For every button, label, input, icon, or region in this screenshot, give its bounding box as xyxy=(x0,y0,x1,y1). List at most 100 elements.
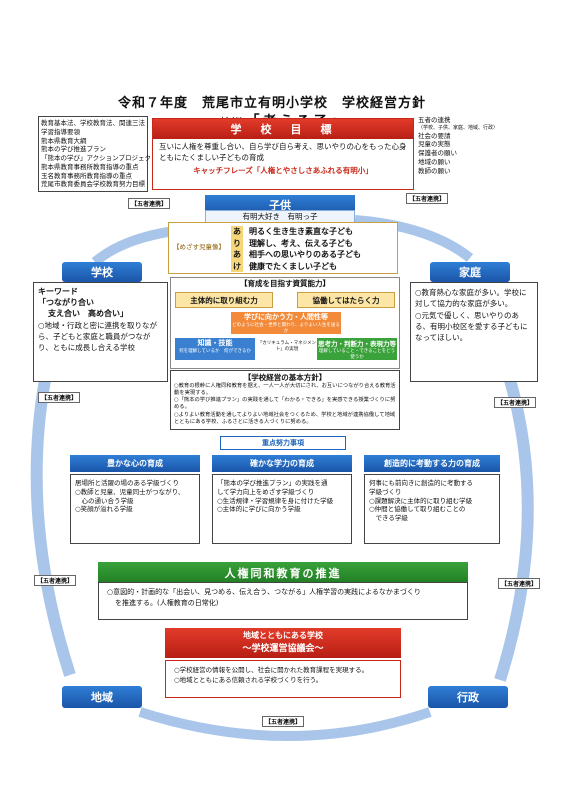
stakeholder-title: 五者の連携 xyxy=(418,116,451,124)
ideal-child-box: 【めざす児童像】 あ り あ け 明るく生き生き素直な子ども 理解し、考え、伝え… xyxy=(168,222,398,274)
pillar-line: ○課題解決に主体的に取り組む学級 xyxy=(369,496,473,505)
council-title-1: 地域とともにある学校 xyxy=(243,631,323,640)
legal-sources-box: 教育基本法、学校教育法、関連三法 学習指導要領 熊本県教育大綱 熊本の学び推進プ… xyxy=(38,116,158,193)
pillar-line: して学力向上をめざす学級づくり xyxy=(217,487,315,496)
five-link-tag: 【五者連携】 xyxy=(494,397,537,408)
ability-thinking: 思考力・判断力・表現力等 理解していること・できることをどう使うか xyxy=(317,338,397,360)
policy-item: ○よりよい教育活動を通してよりよい地域社会をつくるため、学校と地域が連携協働して… xyxy=(174,411,396,425)
council-item: ○地域とともにある信頼される学校づくりを行う。 xyxy=(174,675,323,684)
stakeholder-item: 地域の願い xyxy=(418,157,451,166)
source-item: 玉名教育事務所教育指導の重点 xyxy=(41,171,132,180)
pillar-box-academic: 「熊本の学び推進プラン」の実践を通 して学力向上をめざす学級づくり ○生活規律・… xyxy=(212,474,352,544)
pillar-line: 居場所と活躍の場のある学級づくり xyxy=(75,479,179,487)
five-link-tag: 【五者連携】 xyxy=(406,193,449,204)
curriculum-management: 「カリキュラム・マネジメント」の実現 xyxy=(257,341,317,352)
human-rights-text: を推進する。(人権教育の日常化) xyxy=(115,598,219,607)
ideal-child-item: 理解し、考え、伝える子ども xyxy=(249,238,353,248)
catchphrase: キャッチフレーズ「人権とやさしさあふれる有明小」 xyxy=(193,165,373,175)
arrow-home-to-children xyxy=(354,215,474,262)
ability-thinking-sub: 理解していること・できることをどう使うか xyxy=(318,349,396,360)
region-title: 地域 xyxy=(62,686,142,708)
human-rights-title: 人権同和教育の推進 xyxy=(98,562,468,584)
pillar-line: 何事にも前向きに創造的に考動する xyxy=(369,479,473,487)
ideal-child-list: 明るく生き生き素直な子ども 理解し、考え、伝える子ども 相手への思いやりのある子… xyxy=(249,226,361,272)
pillar-line: ○生活規律・学習規律を身に付けた学級 xyxy=(217,496,334,505)
pillar-box-creative: 何事にも前向きに創造的に考動する 学級づくり ○課題解決に主体的に取り組む学級 … xyxy=(364,474,500,544)
home-item: ○教育熱心な家庭が多い。学校に対して協力的な家庭が多い。 xyxy=(415,288,527,309)
ability-attitude: 学びに向かう力・人間性等 どのように社会・世界と関わり、よりよい人生を送るか xyxy=(231,312,341,334)
stakeholder-item: 保護者の願い xyxy=(418,149,457,158)
stakeholder-sub: （学校、子供、家庭、地域、行政） xyxy=(418,124,499,131)
acrostic-char: け xyxy=(233,261,241,271)
policy-item: ○教育の根幹に人権同和教育を据え、一人一人が大切にされ、お互いにつながり合える教… xyxy=(174,383,396,397)
council-item: ○学校経営の情報を公開し、社会に開かれた教育課程を実現する。 xyxy=(174,666,369,674)
school-box: キーワード 「つながり合い 支え合い 高め合い」 ○地域・行政と密に連携を取りな… xyxy=(33,282,168,382)
ability-proactive: 主体的に取り組む力 xyxy=(175,292,273,308)
pillar-title-academic: 確かな学力の育成 xyxy=(212,455,352,472)
policy-box: 【学校経営の基本方針】 ○教育の根幹に人権同和教育を据え、一人一人が大切にされ、… xyxy=(170,370,400,430)
arrow-region-to-admin xyxy=(138,707,432,741)
home-title: 家庭 xyxy=(430,262,510,282)
priority-label: 重点努力事項 xyxy=(220,436,346,450)
home-item: ○元気で優しく、思いやりのある、有明小校区を愛する子どもになってほしい。 xyxy=(415,310,528,343)
ability-knowledge-label: 知識・技能 xyxy=(197,339,233,347)
pillar-line: できる学級 xyxy=(369,514,408,523)
ability-collaborative: 協働してはたらく力 xyxy=(297,292,395,308)
pillar-line: 心の通い合う学級 xyxy=(75,496,134,505)
human-rights-box: ○意図的・計画的な「出会い、見つめる、伝え合う、つながる」人権学習の実践によるな… xyxy=(98,582,468,620)
ability-attitude-sub: どのように社会・世界と関わり、よりよい人生を送るか xyxy=(232,323,340,334)
acrostic-char: あ xyxy=(233,227,241,236)
arrow-school-to-region xyxy=(30,378,76,677)
ability-knowledge: 知識・技能 何を理解しているか 何ができるか xyxy=(175,338,255,360)
source-item: 「熊本の学び」アクションプロジェクト xyxy=(41,154,158,163)
stakeholder-item: 社会の要請 xyxy=(418,131,451,140)
pillar-line: ○仲間と協働して取り組むことの xyxy=(369,505,466,514)
source-item: 荒尾市教育委員会学校教育努力目標 xyxy=(41,180,145,189)
pillar-line: ○主体的に学びに向かう学級 xyxy=(217,505,301,514)
human-rights-text: ○意図的・計画的な「出会い、見つめる、伝え合う、つながる」人権学習の実践によるな… xyxy=(107,588,421,596)
school-goal-title: 学 校 目 標 xyxy=(153,119,413,139)
pillar-line: ○教師と児童、児童同士がつながり、 xyxy=(75,487,185,496)
home-box: ○教育熱心な家庭が多い。学校に対して協力的な家庭が多い。 ○元気で優しく、思いや… xyxy=(410,282,538,382)
ideal-child-item: 明るく生き生き素直な子ども xyxy=(249,227,353,236)
stakeholder-item: 教師の願い xyxy=(418,166,451,175)
stakeholder-wishes: 五者の連携 （学校、子供、家庭、地域、行政） 社会の要請 児童の実態 保護者の願… xyxy=(418,116,528,175)
ability-knowledge-sub: 何を理解しているか 何ができるか xyxy=(179,349,251,354)
policy-item: ○「熊本の学び推進プラン」の実践を通して「わかる・できる」を実感できる授業づくり… xyxy=(174,397,396,411)
ability-attitude-label: 学びに向かう力・人間性等 xyxy=(244,313,328,321)
acrostic-column: あ り あ け xyxy=(231,226,243,272)
council-title-2: ～学校運営協議会～ xyxy=(242,644,324,654)
source-item: 熊本県教育事務所教育指導の重点 xyxy=(41,162,139,171)
ideal-child-item: 相手への思いやりのある子ども xyxy=(249,250,361,259)
ideal-child-label: 【めざす児童像】 xyxy=(173,243,225,251)
acrostic-char: り xyxy=(233,238,241,248)
source-item: 熊本の学び推進プラン xyxy=(41,145,106,154)
pillar-line: ○笑顔が溢れる学級 xyxy=(75,505,133,514)
policy-title: 【学校経営の基本方針】 xyxy=(243,373,327,382)
five-link-tag: 【五者連携】 xyxy=(262,716,305,727)
school-text: ○地域・行政と密に連携を取りながら、子どもと家庭と職員がつながり、ともに成長し合… xyxy=(38,321,158,352)
five-link-tag: 【五者連携】 xyxy=(128,198,171,209)
council-title: 地域とともにある学校 ～学校運営協議会～ xyxy=(165,628,401,658)
page-title: 令和７年度 荒尾市立有明小学校 学校経営方針 xyxy=(118,96,427,111)
abilities-box: 【育成を目指す資質能力】 主体的に取り組む力 協働してはたらく力 学びに向かう力… xyxy=(170,277,400,369)
keyword-line-1: 「つながり合い xyxy=(38,298,94,307)
stakeholder-item: 児童の実態 xyxy=(418,140,451,149)
abilities-title: 【育成を目指す資質能力】 xyxy=(240,279,330,288)
school-title: 学校 xyxy=(62,262,142,282)
ability-thinking-label: 思考力・判断力・表現力等 xyxy=(318,340,396,348)
acrostic-char: あ xyxy=(233,250,241,259)
arrow-admin-to-home xyxy=(494,378,534,682)
source-item: 教育基本法、学校教育法、関連三法 xyxy=(41,119,145,127)
pillar-title-heart: 豊かな心の育成 xyxy=(70,455,200,472)
council-box: ○学校経営の情報を公開し、社会に開かれた教育課程を実現する。 ○地域とともにある… xyxy=(165,660,401,698)
school-goal-text: 互いに人権を尊重し合い、自ら学び自ら考え、思いやりの心をもった心身ともにたくまし… xyxy=(159,142,407,162)
pillar-box-heart: 居場所と活躍の場のある学級づくり ○教師と児童、児童同士がつながり、 心の通い合… xyxy=(70,474,200,544)
pillar-title-creative: 創造的に考動する力の育成 xyxy=(364,455,500,472)
admin-title: 行政 xyxy=(428,686,508,708)
keyword-line-2: 支え合い 高め合い」 xyxy=(48,309,128,318)
source-item: 熊本県教育大綱 xyxy=(41,136,87,145)
pillar-line: 「熊本の学び推進プラン」の実践を通 xyxy=(217,479,328,487)
keyword-label: キーワード xyxy=(38,287,78,296)
